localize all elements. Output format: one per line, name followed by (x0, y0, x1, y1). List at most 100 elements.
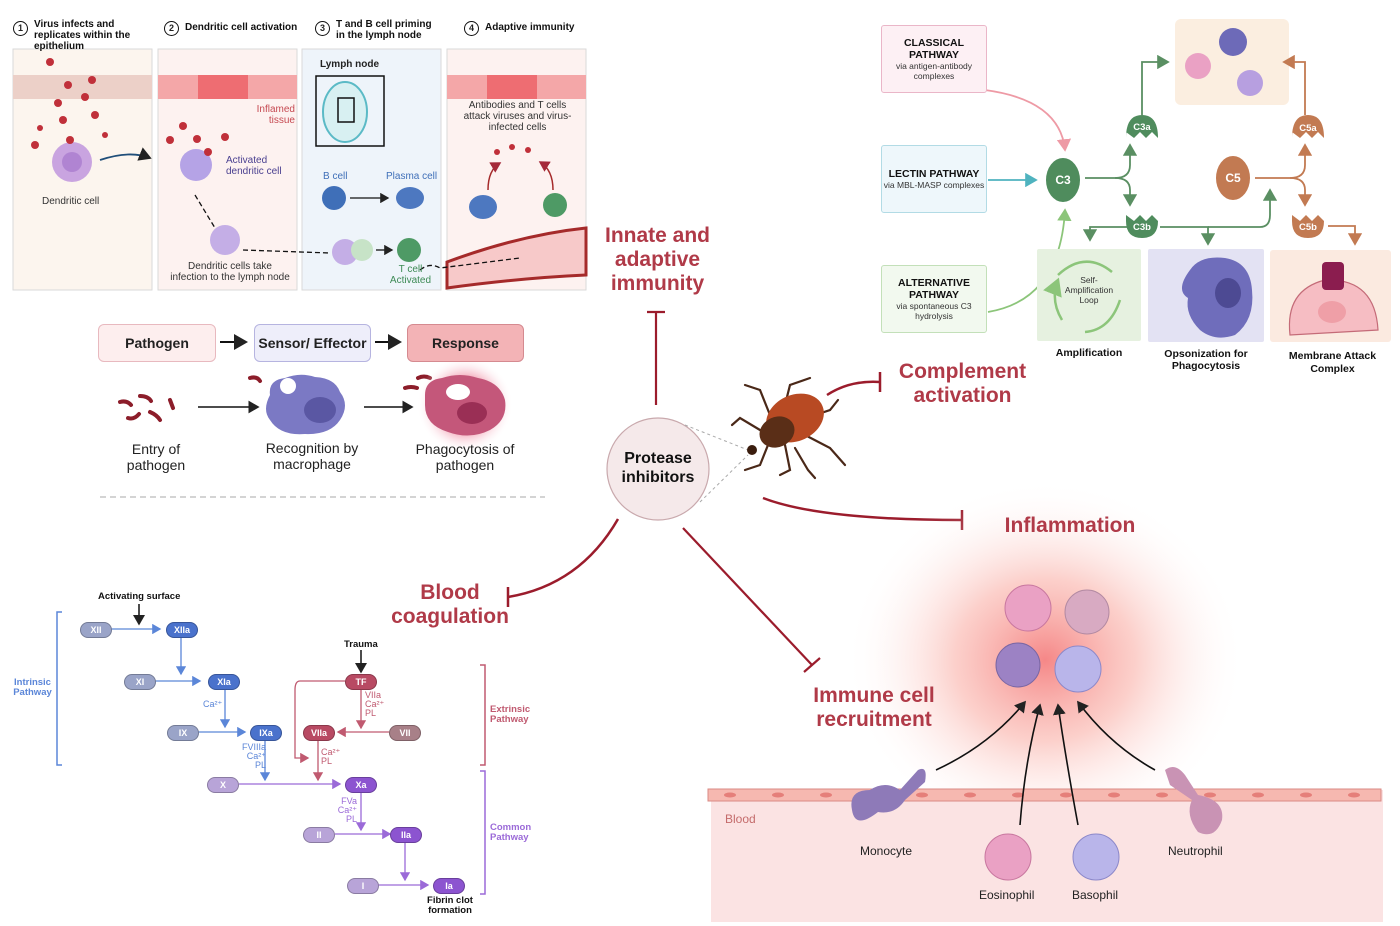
fva-cofactor: FVa Ca²⁺ PL (337, 796, 357, 824)
monocyte-migration-arrow (935, 700, 1027, 771)
dc-migration-label: Dendritic cells take infection to the ly… (170, 261, 290, 283)
macrophage-pocket (280, 378, 296, 394)
monocyte-small-icon (1219, 28, 1247, 56)
lymph-node-frame (315, 75, 385, 147)
c3-label: C3 (1055, 173, 1071, 187)
phagosome (446, 384, 470, 400)
endothelial-nucleus (916, 792, 928, 798)
neutrophil-label: Neutrophil (1168, 844, 1223, 858)
step-2-label: Dendritic cell activation (185, 22, 298, 33)
endothelial-nuclei (724, 792, 1360, 798)
lymph-node-zoom (337, 97, 355, 123)
classical-sub: via antigen-antibody complexes (895, 61, 973, 81)
lymph-node-icon (322, 81, 368, 143)
step-3-label: T and B cell priming in the lymph node (336, 19, 432, 41)
blood-vessel-lumen (711, 790, 1383, 922)
inflammation-label: Inflammation (1004, 514, 1136, 537)
inhibit-complement-line (826, 380, 881, 397)
inhibit-coagulation-line (507, 518, 620, 599)
blood-label: Blood (725, 812, 756, 826)
coagulation-cascade (56, 604, 486, 895)
alternative-title: ALTERNATIVE PATHWAY (898, 277, 970, 301)
attack-arrow-right (538, 161, 554, 191)
endothelial-nucleus (1300, 792, 1312, 798)
adaptive-attack-label: Antibodies and T cells attack viruses an… (463, 100, 572, 133)
endothelial-nucleus (724, 792, 736, 798)
step-1-label: Virus infects and replicates within the … (34, 19, 131, 52)
lectin-sub: via MBL-MASP complexes (883, 180, 985, 190)
immune-cell-recruitment-label: Immune cell recruitment (813, 684, 935, 731)
b-cell-label: B cell (323, 171, 348, 182)
lymph-node-label: Lymph node (320, 59, 380, 70)
factor-xi: XI (124, 674, 156, 690)
response-box: Response (407, 324, 524, 362)
macrophage-nucleus (304, 397, 336, 423)
t-cell-label: T cell Activated (389, 264, 432, 286)
fibrin-clot-label: Fibrin clot formation (427, 895, 473, 916)
intrinsic-pathway-label: Intrinsic Pathway (13, 677, 52, 698)
target-cell-nucleus (1318, 301, 1346, 323)
step-4-number: 4 (464, 21, 479, 36)
endothelial-nucleus (1252, 792, 1264, 798)
endothelial-nucleus (1060, 792, 1072, 798)
c3b-label: C3b (1133, 222, 1151, 233)
c3a-label: C3a (1133, 122, 1151, 133)
dc-arrow (99, 147, 152, 161)
classical-pathway-box: CLASSICAL PATHWAY via antigen-antibody c… (881, 25, 987, 93)
tf-loop-arrow (294, 680, 345, 764)
factor-iia: IIa (390, 827, 422, 843)
pathogen-box: Pathogen (98, 324, 216, 362)
c5-to-c5b-arrow (1289, 177, 1313, 207)
antibody-b-cell-icon (469, 195, 497, 219)
naive-t-cell-icon (351, 239, 373, 261)
phagocytosis-caption: Phagocytosis of pathogen (415, 441, 515, 473)
sensor-effector-box: Sensor/ Effector (254, 324, 371, 362)
factor-vii: VII (389, 725, 421, 741)
transmigrating-neutrophil-icon (1165, 766, 1223, 835)
dendritic-nucleus (62, 152, 82, 172)
migrating-dc-icon (210, 225, 240, 255)
endothelial-nucleus (820, 792, 832, 798)
factor-x: X (207, 777, 239, 793)
c5-node (1216, 156, 1250, 200)
inflammation-glow (845, 480, 1245, 840)
endothelial-nucleus (1348, 792, 1360, 798)
t-cell-icon (397, 238, 421, 262)
endothelial-nucleus (1204, 792, 1216, 798)
activating-surface-label: Activating surface (98, 591, 181, 602)
neutrophil-small-icon (1185, 53, 1211, 79)
mac-label: Membrane Attack Complex (1288, 350, 1377, 375)
virus-particles (31, 58, 531, 156)
endothelial-nucleus (964, 792, 976, 798)
inflamed-tissue-label: Inflamed tissue (256, 104, 295, 126)
extrinsic-bracket (480, 664, 486, 766)
opsonization-label: Opsonization for Phagocytosis (1164, 348, 1248, 372)
endothelial-nucleus (1156, 792, 1168, 798)
alternative-pathway-box: ALTERNATIVE PATHWAY via spontaneous C3 h… (881, 265, 987, 333)
eosinophil-label: Eosinophil (979, 888, 1035, 902)
c3b-to-opsonization-arrow (1160, 226, 1216, 246)
basophil-label: Basophil (1072, 888, 1119, 902)
attack-arrow-left (487, 162, 502, 191)
inflamed-basophil-icon (1054, 645, 1102, 693)
common-pathway-label: Common Pathway (490, 822, 532, 843)
epithelium-4-inflamed (487, 75, 537, 99)
factor-viia: VIIa (303, 725, 335, 741)
blood-coagulation-label: Blood coagulation (391, 581, 509, 628)
endothelial-nucleus (1108, 792, 1120, 798)
factor-i: I (347, 878, 379, 894)
step-3-number: 3 (315, 21, 330, 36)
classical-arrow (984, 89, 1072, 152)
plasma-cell-label: Plasma cell (386, 171, 438, 182)
endothelium-layer (707, 788, 1382, 802)
factor-xiia: XIIa (166, 622, 198, 638)
factor-ii: II (303, 827, 335, 843)
classical-title: CLASSICAL PATHWAY (903, 37, 965, 61)
innate-adaptive-immunity-label: Innate and adaptive immunity (604, 224, 710, 295)
c3b-to-amplification-arrow (1082, 226, 1130, 242)
recognition-caption: Recognition by macrophage (265, 440, 359, 472)
tick-connector-lines (684, 424, 749, 503)
step-1-number: 1 (13, 21, 28, 36)
protease-inhibitors-node (606, 417, 710, 521)
